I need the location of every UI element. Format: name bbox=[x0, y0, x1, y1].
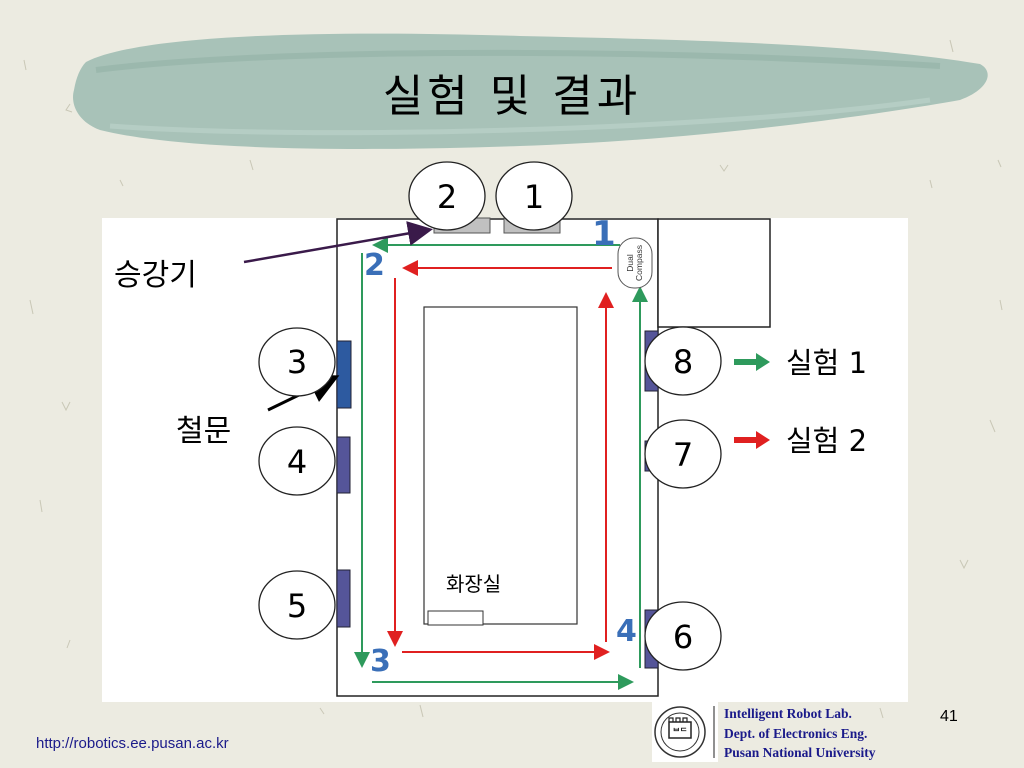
question-label: 철문 bbox=[176, 414, 232, 449]
legend-arrows bbox=[734, 353, 770, 449]
circle-num-5: 5 bbox=[286, 587, 308, 625]
lab-credits: Intelligent Robot Lab. Dept. of Electron… bbox=[724, 704, 876, 763]
university-seal-icon: ᄇᄃ bbox=[652, 702, 718, 762]
circle-num-2: 2 bbox=[436, 178, 458, 216]
lab-department: Dept. of Electronics Eng. bbox=[724, 725, 868, 741]
dual-compass-badge bbox=[617, 237, 653, 289]
footer-url-link[interactable]: http://robotics.ee.pusan.ac.kr bbox=[36, 735, 229, 752]
circle-3 bbox=[258, 327, 336, 397]
circle-8 bbox=[644, 326, 722, 396]
legend-experiment-2: 실험 2 bbox=[786, 424, 868, 458]
circle-num-7: 7 bbox=[672, 436, 694, 474]
circle-num-1: 1 bbox=[523, 178, 545, 216]
circle-7 bbox=[644, 419, 722, 489]
title-brush-stroke bbox=[73, 33, 988, 149]
door-3 bbox=[336, 340, 352, 409]
path-step-3: 3 bbox=[370, 644, 391, 679]
lab-name: Intelligent Robot Lab. bbox=[724, 706, 852, 721]
circle-num-3: 3 bbox=[286, 343, 308, 381]
circle-2 bbox=[408, 161, 486, 231]
path-step-4: 4 bbox=[616, 614, 637, 649]
restroom-label: 화장실 bbox=[446, 572, 502, 596]
lab-university: Pusan National University bbox=[724, 745, 876, 760]
path-step-1: 1 bbox=[592, 214, 616, 254]
door-4 bbox=[336, 436, 351, 494]
circle-4 bbox=[258, 426, 336, 496]
circle-5 bbox=[258, 570, 336, 640]
elevator-pointer bbox=[243, 221, 433, 264]
door-5 bbox=[336, 569, 351, 628]
circle-num-4: 4 bbox=[286, 443, 308, 481]
page-number: 41 bbox=[940, 708, 958, 725]
restroom-fixture bbox=[427, 610, 484, 626]
compass-line2: Compass bbox=[634, 245, 644, 281]
annex-room bbox=[657, 218, 771, 328]
circle-1 bbox=[495, 161, 573, 231]
elevator-label: 승강기 bbox=[114, 258, 197, 293]
circle-num-6: 6 bbox=[672, 618, 694, 656]
legend-experiment-1: 실험 1 bbox=[786, 346, 868, 380]
circle-6 bbox=[644, 601, 722, 671]
red-path bbox=[387, 260, 614, 660]
svg-text:ᄇᄃ: ᄇᄃ bbox=[673, 727, 688, 736]
path-step-2: 2 bbox=[364, 248, 385, 283]
compass-label: Dual Compass bbox=[625, 239, 644, 287]
slide-title: 실험 및 결과 bbox=[382, 71, 642, 122]
restroom-block bbox=[423, 306, 578, 625]
circle-num-8: 8 bbox=[672, 343, 694, 381]
